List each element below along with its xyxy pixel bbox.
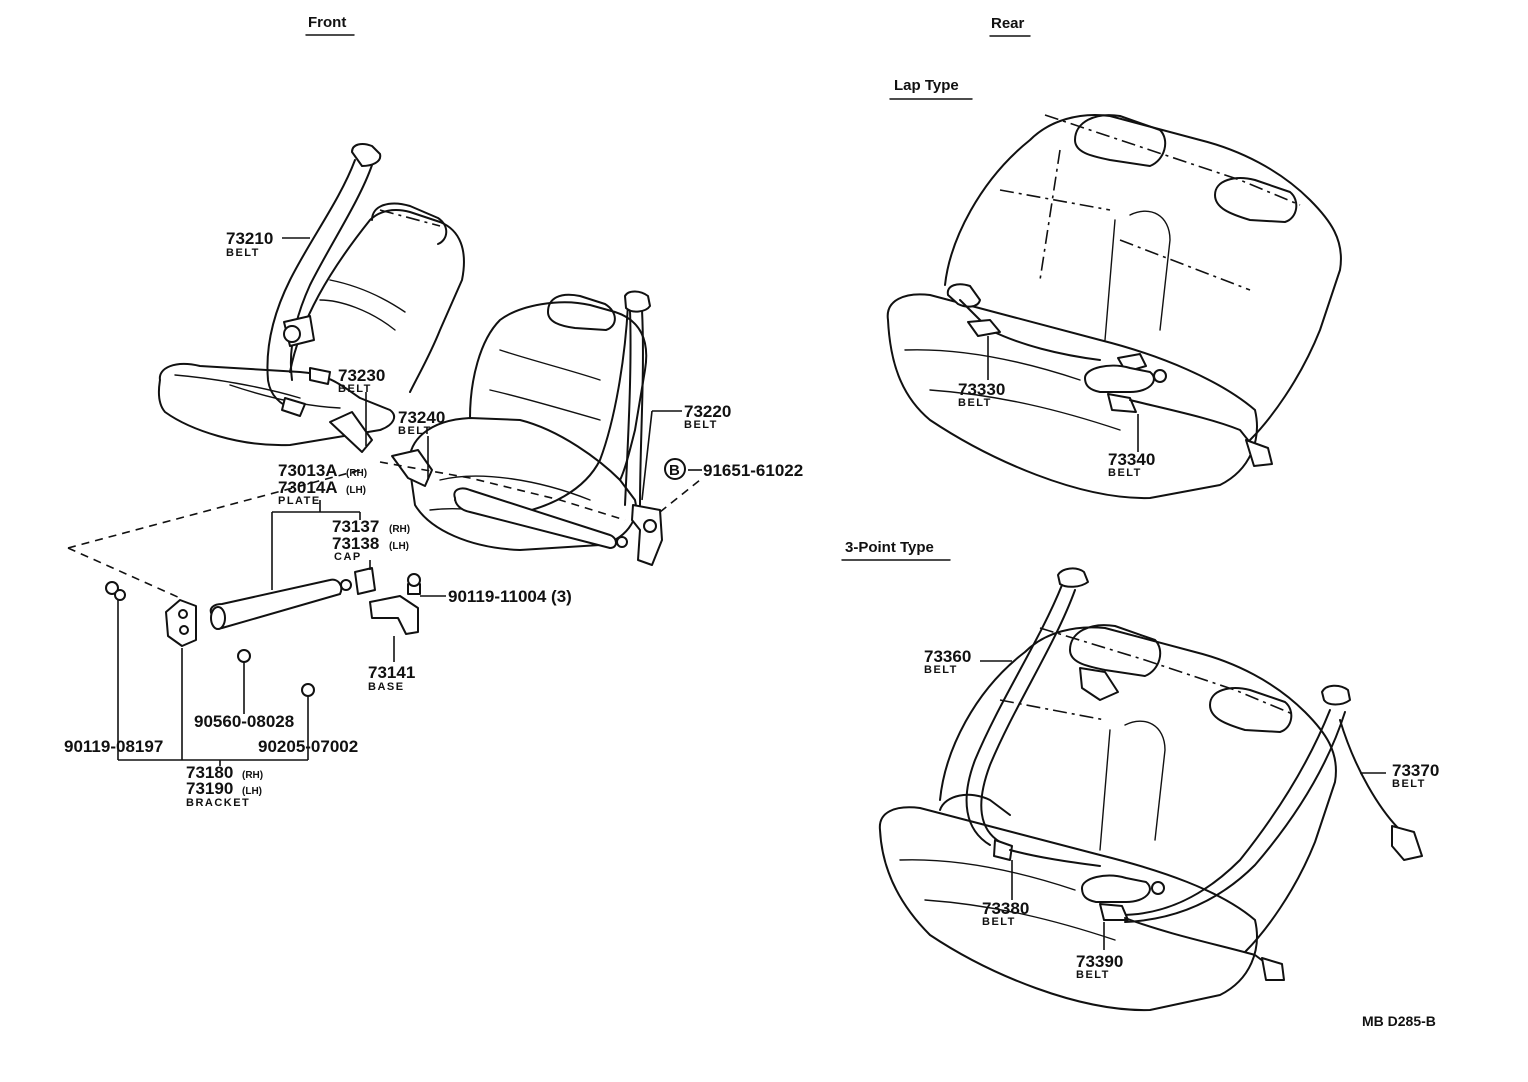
part-73360-caption: BELT: [924, 664, 958, 676]
part-73014a-suffix: (LH): [346, 485, 366, 496]
part-73390-number: 73390: [1076, 952, 1123, 971]
part-73180-number: 73180: [186, 763, 233, 782]
part-73340-number: 73340: [1108, 450, 1155, 469]
part-73141-caption: BASE: [368, 681, 405, 693]
part-73141-number: 73141: [368, 663, 415, 682]
part-91651-61022-number: 91651-61022: [703, 461, 803, 480]
part-73014a-number: 73014A: [278, 478, 338, 497]
part-73370-number: 73370: [1392, 761, 1439, 780]
part-73180-suffix: (RH): [242, 770, 263, 781]
part-73138-suffix: (LH): [389, 541, 409, 552]
front-right-seat: [408, 293, 648, 551]
part-73013a-suffix: (RH): [346, 468, 367, 479]
part-73137-suffix: (RH): [389, 524, 410, 535]
part-73210-number: 73210: [226, 229, 273, 248]
part-90119-08197-number: 90119-08197: [64, 737, 163, 756]
part-73210-caption: BELT: [226, 247, 260, 259]
callout-b-marker-letter: B: [669, 462, 680, 479]
cap-caption: CAP: [334, 551, 362, 563]
part-73230-caption: BELT: [338, 383, 372, 395]
part-73380-number: 73380: [982, 899, 1029, 918]
rear-section-title: Rear: [991, 15, 1025, 32]
rear-lap-leaders: [987, 336, 1139, 452]
part-73390-caption: BELT: [1076, 969, 1110, 981]
part-73340-caption: BELT: [1108, 467, 1142, 479]
front-left-shoulder-belt: [266, 143, 382, 417]
part-73220-caption: BELT: [684, 419, 718, 431]
front-leader-lines: [117, 237, 702, 766]
part-73190-suffix: (LH): [242, 786, 262, 797]
part-73013a-number: 73013A: [278, 461, 338, 480]
part-73240-caption: BELT: [398, 425, 432, 437]
lap-type-title: Lap Type: [894, 77, 959, 94]
part-90205-07002-number: 90205-07002: [258, 737, 358, 756]
part-73360-number: 73360: [924, 647, 971, 666]
diagram-code: MB D285-B: [1362, 1013, 1436, 1029]
part-73370-caption: BELT: [1392, 778, 1426, 790]
part-73240-number: 73240: [398, 408, 445, 427]
callout-b-marker: [664, 458, 686, 480]
part-73330-caption: BELT: [958, 397, 992, 409]
plate-caption: PLATE: [278, 495, 321, 507]
rear-three-point-seat: [878, 624, 1337, 1012]
front-left-seat: [157, 202, 465, 447]
part-73380-caption: BELT: [982, 916, 1016, 928]
part-73137-number: 73137: [332, 517, 379, 536]
bracket-caption: BRACKET: [186, 797, 250, 809]
part-73138-number: 73138: [332, 534, 379, 553]
three-point-type-title: 3-Point Type: [845, 539, 934, 556]
front-right-shoulder-belt: [453, 290, 663, 566]
front-anchor-parts: [67, 461, 701, 697]
rear-three-point-leaders: [980, 660, 1386, 950]
part-73220-number: 73220: [684, 402, 731, 421]
part-90560-08028-number: 90560-08028: [194, 712, 294, 731]
part-73230-number: 73230: [338, 366, 385, 385]
rear-lap-belts: [946, 283, 1273, 467]
rear-lap-seat: [886, 114, 1342, 500]
part-90119-11004-number: 90119-11004 (3): [448, 587, 572, 606]
part-73190-number: 73190: [186, 779, 233, 798]
rear-three-point-belts: [939, 567, 1423, 981]
part-73330-number: 73330: [958, 380, 1005, 399]
front-section-title: Front: [308, 14, 346, 31]
